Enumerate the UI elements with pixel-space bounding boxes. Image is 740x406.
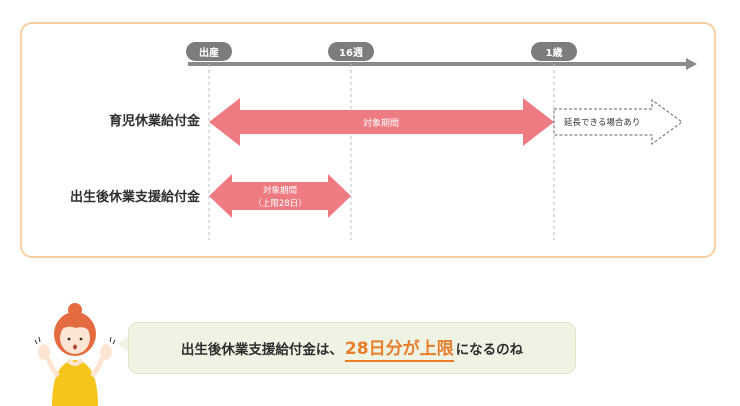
- timeline-arrowhead: [686, 58, 697, 70]
- speech-bubble: 出生後休業支援給付金は、 28日分が上限 になるのね: [128, 322, 576, 374]
- shussei-period-arrow: [209, 174, 351, 218]
- ikuji-period-label: 対象期間: [363, 117, 399, 129]
- extension-label: 延長できる場合あり: [564, 117, 640, 128]
- marker-birth: 出産: [186, 42, 232, 61]
- marker-birth-label: 出産: [199, 46, 219, 59]
- diagram-panel: [20, 22, 716, 258]
- speech-text-before: 出生後休業支援給付金は、: [180, 342, 343, 358]
- shussei-row-label: 出生後休業支援給付金: [69, 190, 200, 205]
- shussei-period-label-line1: 対象期間: [263, 185, 297, 196]
- speech-highlight: 28日分が上限: [344, 334, 454, 362]
- shussei-period-label-line2: （上限28日）: [253, 198, 306, 209]
- speech-text-after: になるのね: [455, 342, 524, 358]
- marker-1year-label: 1歳: [546, 46, 563, 59]
- marker-16weeks-label: 16週: [339, 47, 363, 59]
- marker-1year: 1歳: [531, 42, 577, 61]
- ikuji-period-arrow: [209, 98, 554, 146]
- marker-16weeks: 16週: [328, 42, 374, 61]
- extension-arrow: [553, 99, 683, 145]
- speech-bubble-tail: [117, 336, 129, 352]
- woman-illustration: [34, 303, 116, 406]
- ikuji-row-label: 育児休業給付金: [108, 114, 200, 129]
